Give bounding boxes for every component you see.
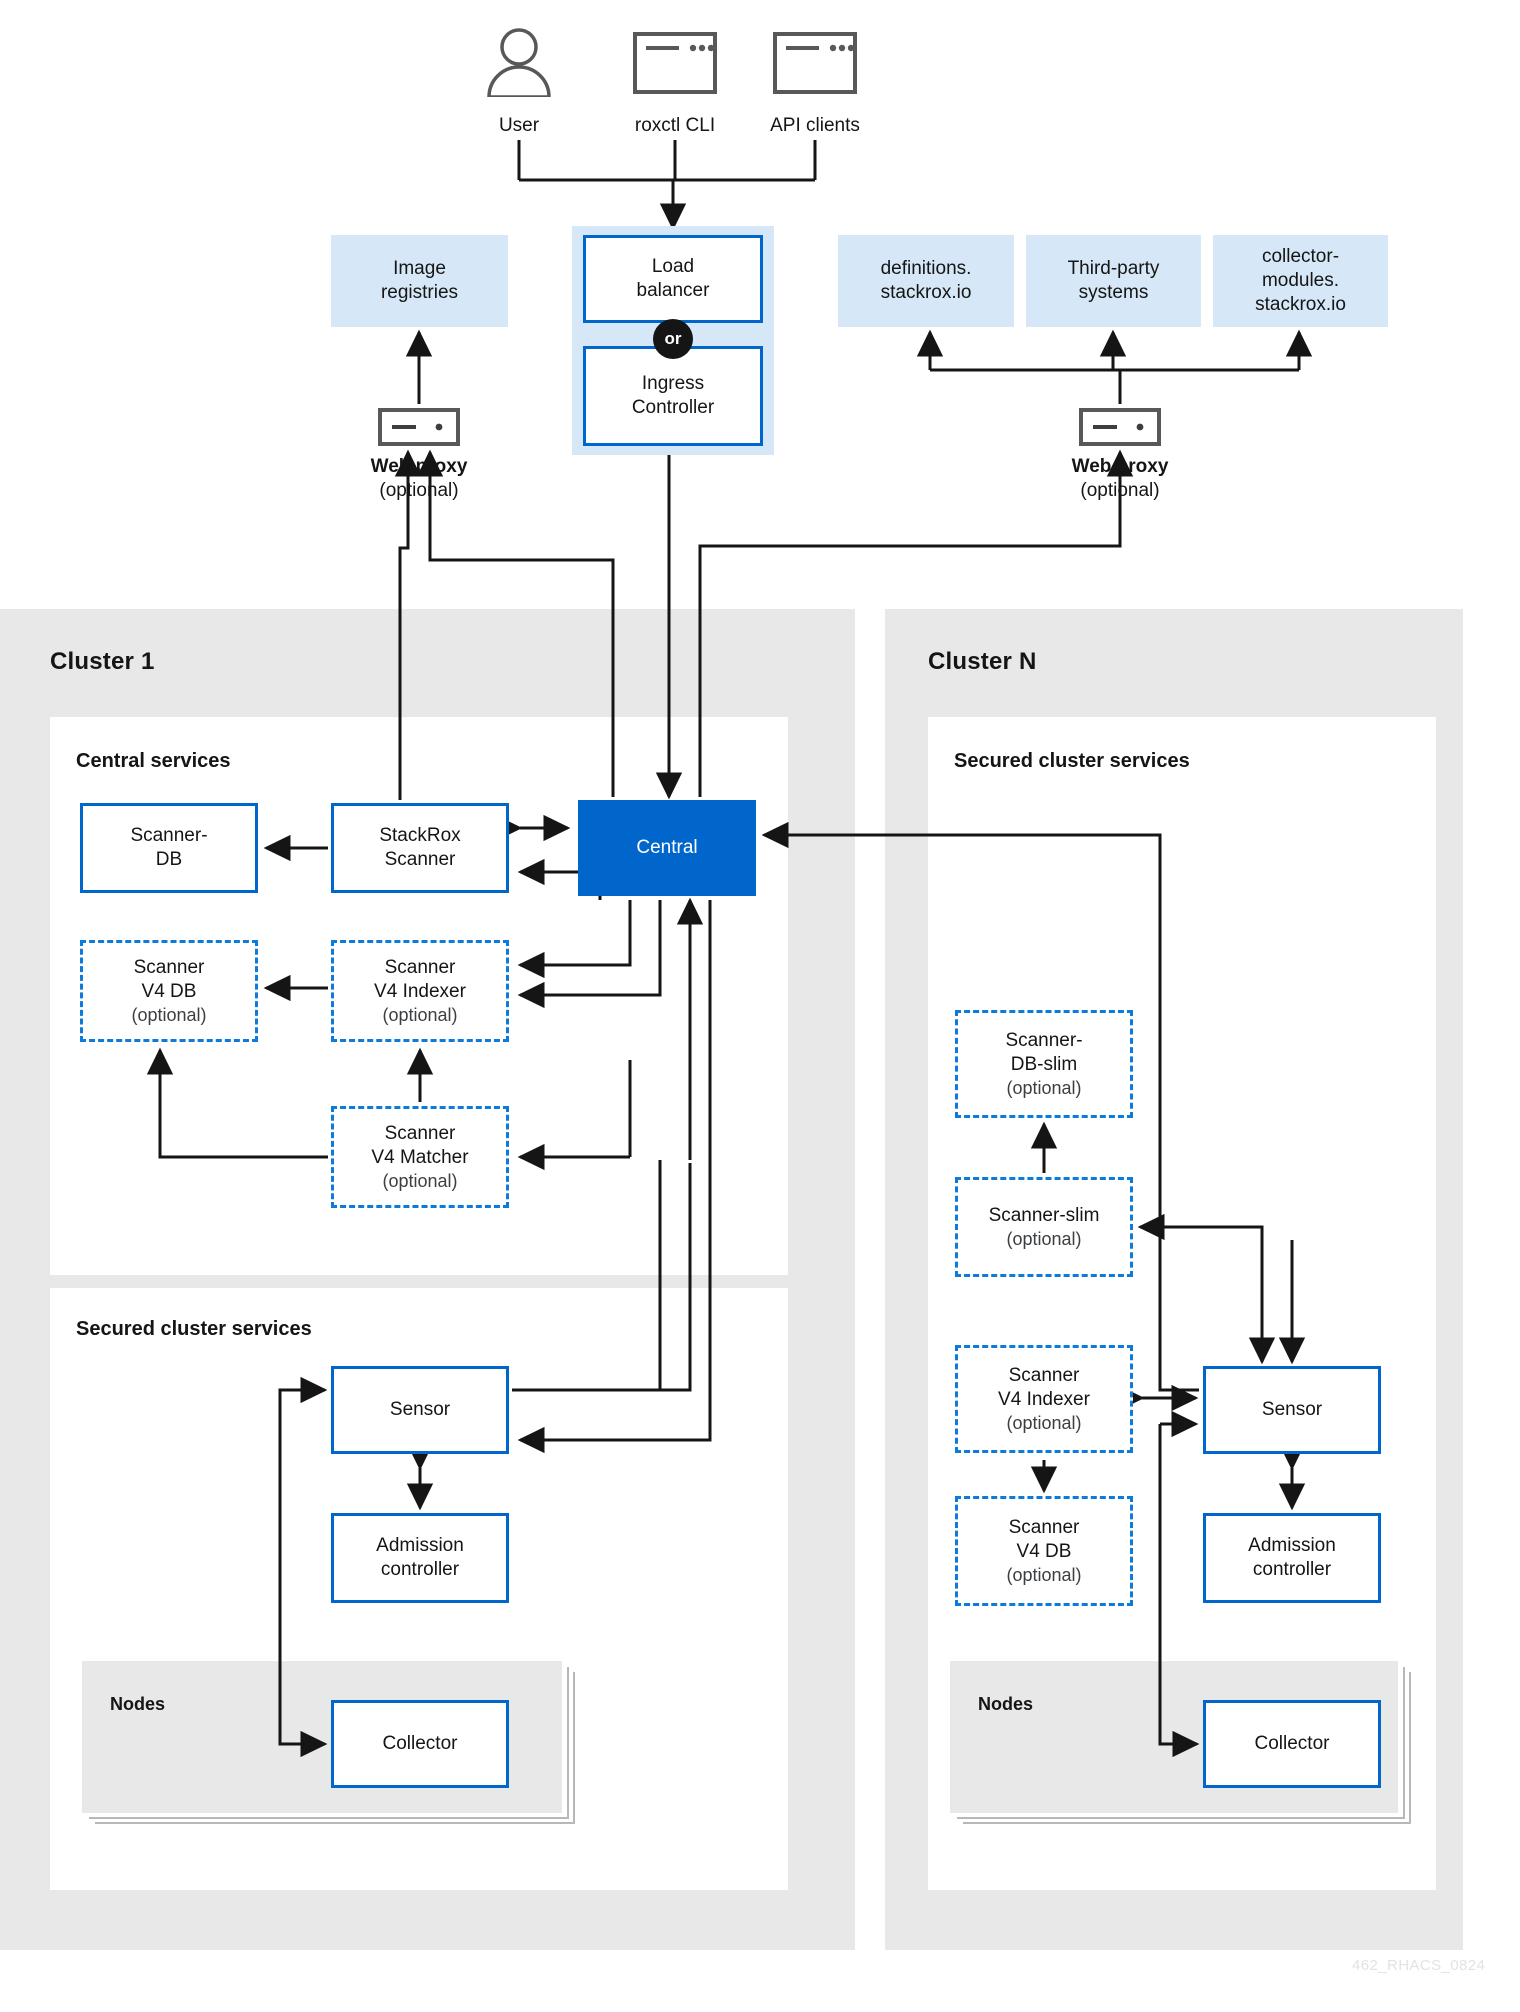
load-balancer-box[interactable]: Load balancer xyxy=(583,235,763,323)
server-proxy-icon xyxy=(1079,408,1161,446)
web-proxy-left-title: Web proxy xyxy=(370,456,468,477)
stackrox-scanner-line1: StackRox xyxy=(379,825,461,847)
collector-n-label: Collector xyxy=(1254,1733,1330,1755)
secured-cluster-services-1-title: Secured cluster services xyxy=(76,1318,312,1340)
collector-1-box[interactable]: Collector xyxy=(331,1700,509,1788)
ingress-controller-box[interactable]: Ingress Controller xyxy=(583,346,763,446)
admission-controller-n-line2: controller xyxy=(1252,1559,1332,1580)
terminal-window-icon xyxy=(773,32,857,94)
scanner-v4-db-n-line1: Scanner xyxy=(1008,1517,1080,1538)
scanner-db-slim-box[interactable]: Scanner- DB-slim (optional) xyxy=(955,1010,1133,1118)
scanner-v4-db-n-optional: (optional) xyxy=(1006,1564,1082,1585)
server-proxy-icon xyxy=(378,408,460,446)
scanner-v4-matcher-line1: Scanner xyxy=(384,1123,456,1144)
nodes-n-stack-back2 xyxy=(963,1672,1411,1824)
scanner-v4-db-line2: V4 DB xyxy=(141,980,197,1002)
admission-controller-1-box[interactable]: Admission controller xyxy=(331,1513,509,1603)
image-registries-tile: Image registries xyxy=(331,235,508,327)
scanner-v4-indexer-line1: Scanner xyxy=(384,957,456,978)
scanner-slim-line1: Scanner-slim xyxy=(988,1204,1100,1226)
admission-controller-n-box[interactable]: Admission controller xyxy=(1203,1513,1381,1603)
scanner-db-box[interactable]: Scanner- DB xyxy=(80,803,258,893)
scanner-v4-indexer-n-box[interactable]: Scanner V4 Indexer (optional) xyxy=(955,1345,1133,1453)
scanner-db-line2: DB xyxy=(155,849,183,870)
collector-modules-line1: collector- xyxy=(1261,246,1340,268)
watermark: 462_RHACS_0824 xyxy=(1352,1957,1486,1974)
scanner-db-line1: Scanner- xyxy=(130,825,208,847)
scanner-v4-matcher-optional: (optional) xyxy=(382,1170,458,1191)
collector-modules-tile: collector- modules. stackrox.io xyxy=(1213,235,1388,327)
scanner-db-slim-optional: (optional) xyxy=(1006,1077,1082,1098)
central-box[interactable]: Central xyxy=(578,800,756,896)
admission-controller-n-line1: Admission xyxy=(1248,1535,1336,1557)
scanner-v4-indexer-line2: V4 Indexer xyxy=(374,980,466,1002)
web-proxy-right-title: Web proxy xyxy=(1071,456,1169,477)
terminal-window-icon xyxy=(633,32,717,94)
collector-modules-line2: modules. xyxy=(1261,270,1340,292)
sensor-n-label: Sensor xyxy=(1261,1399,1323,1421)
scanner-v4-matcher-box[interactable]: Scanner V4 Matcher (optional) xyxy=(331,1106,509,1208)
third-party-line2: systems xyxy=(1078,282,1149,303)
sensor-1-box[interactable]: Sensor xyxy=(331,1366,509,1454)
actor-label-user: User xyxy=(498,115,540,136)
scanner-v4-indexer-n-line2: V4 Indexer xyxy=(998,1388,1090,1410)
nodes-1-title: Nodes xyxy=(110,1694,166,1714)
image-registries-line1: Image xyxy=(393,258,446,280)
collector-n-box[interactable]: Collector xyxy=(1203,1700,1381,1788)
user-icon xyxy=(483,25,555,99)
scanner-db-slim-line1: Scanner- xyxy=(1005,1030,1083,1051)
nodes-n-title: Nodes xyxy=(978,1694,1034,1714)
scanner-v4-indexer-n-line1: Scanner xyxy=(1008,1365,1080,1386)
admission-controller-1-line1: Admission xyxy=(376,1535,464,1557)
scanner-v4-indexer-n-optional: (optional) xyxy=(1006,1412,1082,1433)
stackrox-scanner-box[interactable]: StackRox Scanner xyxy=(331,803,509,893)
or-badge: or xyxy=(653,319,693,359)
scanner-slim-box[interactable]: Scanner-slim (optional) xyxy=(955,1177,1133,1277)
scanner-slim-optional: (optional) xyxy=(1006,1228,1082,1249)
scanner-v4-db-box[interactable]: Scanner V4 DB (optional) xyxy=(80,940,258,1042)
web-proxy-right-label: Web proxy (optional) xyxy=(1040,455,1200,503)
scanner-v4-db-n-line2: V4 DB xyxy=(1016,1540,1072,1562)
scanner-v4-db-n-box[interactable]: Scanner V4 DB (optional) xyxy=(955,1496,1133,1606)
sensor-n-box[interactable]: Sensor xyxy=(1203,1366,1381,1454)
web-proxy-right-optional: (optional) xyxy=(1080,479,1160,501)
scanner-v4-matcher-line2: V4 Matcher xyxy=(371,1146,469,1168)
collector-modules-line3: stackrox.io xyxy=(1255,293,1346,315)
stackrox-scanner-line2: Scanner xyxy=(384,849,456,870)
definitions-stackrox-tile: definitions. stackrox.io xyxy=(838,235,1014,327)
ingress-controller-line2: Controller xyxy=(631,397,715,418)
third-party-systems-tile: Third-party systems xyxy=(1026,235,1201,327)
scanner-db-slim-line2: DB-slim xyxy=(1010,1053,1078,1075)
image-registries-line2: registries xyxy=(380,282,459,303)
definitions-line1: definitions. xyxy=(880,258,972,280)
load-balancer-line1: Load xyxy=(651,256,695,278)
collector-1-label: Collector xyxy=(382,1733,458,1755)
scanner-v4-indexer-optional: (optional) xyxy=(382,1004,458,1025)
central-label: Central xyxy=(636,837,698,859)
admission-controller-1-line2: controller xyxy=(380,1559,460,1580)
cluster-n-title: Cluster N xyxy=(928,648,1037,675)
scanner-v4-db-line1: Scanner xyxy=(133,957,205,978)
third-party-line1: Third-party xyxy=(1067,258,1160,280)
secured-cluster-services-n-title: Secured cluster services xyxy=(954,750,1190,772)
scanner-v4-indexer-box[interactable]: Scanner V4 Indexer (optional) xyxy=(331,940,509,1042)
web-proxy-left-optional: (optional) xyxy=(379,479,459,501)
load-balancer-line2: balancer xyxy=(636,280,710,301)
nodes-1-stack-back2 xyxy=(95,1672,575,1824)
scanner-v4-db-optional: (optional) xyxy=(131,1004,207,1025)
sensor-1-label: Sensor xyxy=(389,1399,451,1421)
nodes-1-stack-back1 xyxy=(89,1667,569,1819)
actor-label-roxctl: roxctl CLI xyxy=(634,115,716,136)
cluster-1-title: Cluster 1 xyxy=(50,648,155,675)
ingress-controller-line1: Ingress xyxy=(641,373,705,395)
definitions-line2: stackrox.io xyxy=(880,282,972,303)
web-proxy-left-label: Web proxy (optional) xyxy=(339,455,499,503)
central-services-title: Central services xyxy=(76,750,231,772)
actor-label-api-clients: API clients xyxy=(770,115,860,136)
nodes-n-stack-back1 xyxy=(957,1667,1405,1819)
